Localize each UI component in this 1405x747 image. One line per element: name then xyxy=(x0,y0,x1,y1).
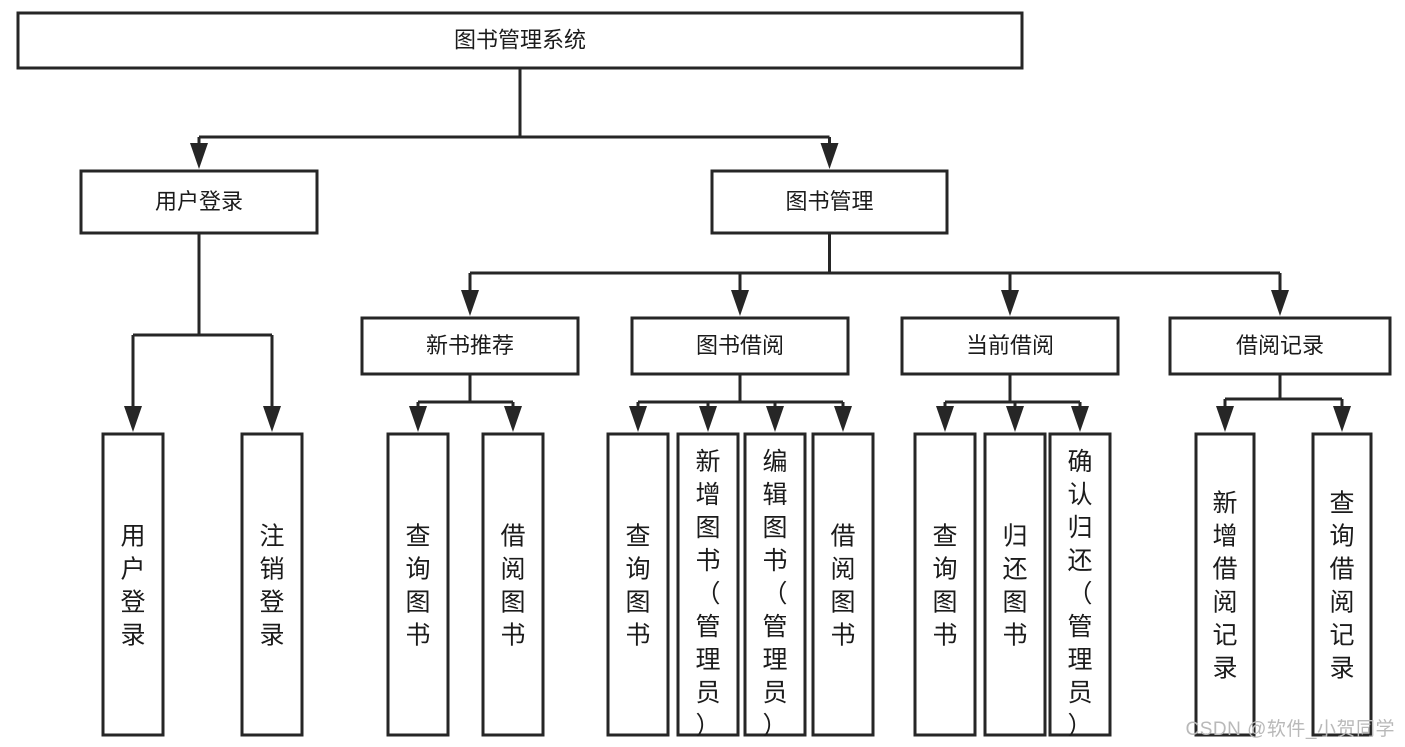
arrow-head-icon xyxy=(409,406,427,432)
node-label: 查询图书 xyxy=(932,523,957,650)
node-leaf-borrow-1[interactable]: 查询图书 xyxy=(606,432,670,737)
node-label: 查询图书 xyxy=(625,523,650,650)
arrow-head-icon xyxy=(1271,290,1289,316)
node-leaf-login-2[interactable]: 注销登录 xyxy=(240,432,304,737)
node-box xyxy=(710,169,949,235)
node-newbook[interactable]: 新书推荐 xyxy=(360,316,580,376)
node-label: 借阅图书 xyxy=(830,523,855,650)
node-label: 新增图书（管理员） xyxy=(695,448,720,740)
node-box xyxy=(481,432,545,737)
arrow-head-icon xyxy=(1333,406,1351,432)
arrow-head-icon xyxy=(820,143,839,169)
node-box xyxy=(811,432,875,737)
node-box xyxy=(983,432,1047,737)
node-leaf-borrow-2[interactable]: 新增图书（管理员） xyxy=(676,432,740,740)
node-leaf-borrow-4[interactable]: 借阅图书 xyxy=(811,432,875,737)
arrow-head-icon xyxy=(190,143,208,169)
node-leaf-login-1[interactable]: 用户登录 xyxy=(101,432,165,737)
arrow-head-icon xyxy=(461,290,479,316)
node-label: 图书借阅 xyxy=(696,333,784,358)
node-current[interactable]: 当前借阅 xyxy=(900,316,1120,376)
node-box xyxy=(900,316,1120,376)
node-label: 确认归还（管理员） xyxy=(1067,448,1092,740)
arrow-head-icon xyxy=(936,406,954,432)
node-label: 图书管理 xyxy=(785,189,873,214)
node-leaf-new-2[interactable]: 借阅图书 xyxy=(481,432,545,737)
connector-layer xyxy=(124,68,1351,432)
node-label: 编辑图书（管理员） xyxy=(762,448,787,740)
arrow-head-icon xyxy=(731,290,749,316)
arrow-head-icon xyxy=(699,406,717,432)
arrow-head-icon xyxy=(766,406,784,432)
node-box xyxy=(630,316,850,376)
node-leaf-rec-2[interactable]: 查询借阅记录 xyxy=(1311,432,1373,737)
node-label: 图书管理系统 xyxy=(454,27,586,52)
node-leaf-borrow-3[interactable]: 编辑图书（管理员） xyxy=(743,432,807,740)
arrow-head-icon xyxy=(263,406,281,432)
node-label: 新增借阅记录 xyxy=(1212,490,1237,683)
arrow-head-icon xyxy=(1001,290,1019,316)
node-label: 注销登录 xyxy=(259,523,284,650)
arrow-head-icon xyxy=(1071,406,1089,432)
node-layer: 图书管理系统用户登录图书管理新书推荐图书借阅当前借阅借阅记录用户登录注销登录查询… xyxy=(16,11,1392,740)
node-box xyxy=(1194,432,1256,737)
node-label: 借阅记录 xyxy=(1236,333,1324,358)
node-box xyxy=(360,316,580,376)
node-borrow[interactable]: 图书借阅 xyxy=(630,316,850,376)
node-box xyxy=(1048,432,1112,737)
node-box xyxy=(240,432,304,737)
arrow-head-icon xyxy=(834,406,852,432)
node-box xyxy=(606,432,670,737)
node-label: 查询借阅记录 xyxy=(1329,490,1354,683)
arrow-head-icon xyxy=(124,406,142,432)
node-box xyxy=(913,432,977,737)
node-label: 归还图书 xyxy=(1002,523,1027,650)
watermark-text: CSDN @软件_小贺同学 xyxy=(1185,719,1395,740)
node-box xyxy=(101,432,165,737)
node-records[interactable]: 借阅记录 xyxy=(1168,316,1392,376)
node-box xyxy=(1311,432,1373,737)
arrow-head-icon xyxy=(629,406,647,432)
node-bookmgmt[interactable]: 图书管理 xyxy=(710,169,949,235)
node-label: 新书推荐 xyxy=(426,333,514,358)
node-leaf-new-1[interactable]: 查询图书 xyxy=(386,432,450,737)
node-label: 借阅图书 xyxy=(500,523,525,650)
node-box xyxy=(676,432,740,737)
arrow-head-icon xyxy=(1006,406,1024,432)
node-box xyxy=(1168,316,1392,376)
node-box xyxy=(386,432,450,737)
node-label: 当前借阅 xyxy=(966,333,1054,358)
node-leaf-cur-2[interactable]: 归还图书 xyxy=(983,432,1047,737)
node-leaf-cur-1[interactable]: 查询图书 xyxy=(913,432,977,737)
node-box xyxy=(743,432,807,737)
node-label: 用户登录 xyxy=(120,523,145,650)
node-login[interactable]: 用户登录 xyxy=(79,169,319,235)
node-leaf-cur-3[interactable]: 确认归还（管理员） xyxy=(1048,432,1112,740)
arrow-head-icon xyxy=(1216,406,1234,432)
node-label: 用户登录 xyxy=(155,189,243,214)
node-root[interactable]: 图书管理系统 xyxy=(16,11,1024,70)
node-leaf-rec-1[interactable]: 新增借阅记录 xyxy=(1194,432,1256,737)
arrow-head-icon xyxy=(504,406,522,432)
node-label: 查询图书 xyxy=(405,523,430,650)
node-box xyxy=(79,169,319,235)
node-box xyxy=(16,11,1024,70)
